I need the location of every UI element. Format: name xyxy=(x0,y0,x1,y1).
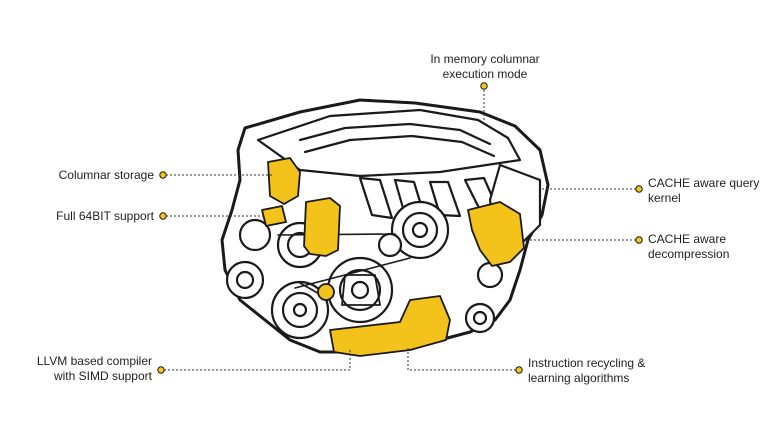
throttle-body-highlight xyxy=(267,157,301,205)
callout-columnar-storage: Columnar storage xyxy=(30,168,154,183)
oil-pan-highlight xyxy=(329,295,451,357)
dot-64bit xyxy=(159,212,167,220)
dot-cache-decomp xyxy=(635,236,643,244)
callout-dots xyxy=(157,82,643,374)
callout-instruction: Instruction recycling & learning algorit… xyxy=(528,356,688,386)
reservoir-highlight xyxy=(303,197,341,257)
dot-top xyxy=(480,82,488,90)
callout-cache-decomp-line2: decompression xyxy=(648,247,730,261)
leader-lines xyxy=(164,86,636,371)
callout-full-64bit: Full 64BIT support xyxy=(30,209,154,224)
callout-in-memory: In memory columnar execution mode xyxy=(410,52,560,82)
callout-top-line2: execution mode xyxy=(442,67,528,81)
highlighted-parts xyxy=(261,157,525,357)
callout-64bit-line1: Full 64BIT support xyxy=(56,209,154,223)
callout-cache-decomp-line1: CACHE aware xyxy=(648,232,727,246)
dot-cache-query xyxy=(635,185,643,193)
callout-cache-query: CACHE aware query kernel xyxy=(648,176,773,206)
callout-llvm-line2: with SIMD support xyxy=(53,369,152,383)
dot-columnar xyxy=(159,171,167,179)
fitting-highlight xyxy=(261,205,287,227)
callout-llvm: LLVM based compiler with SIMD support xyxy=(20,354,152,384)
callout-cache-query-line1: CACHE aware query xyxy=(648,176,760,190)
leader-llvm xyxy=(164,350,351,371)
callout-columnar-line1: Columnar storage xyxy=(58,168,154,182)
dot-instruction xyxy=(515,366,523,374)
cache-kernel-highlight xyxy=(467,201,525,267)
pulley-highlight xyxy=(317,283,335,301)
leader-instruction xyxy=(407,348,516,371)
dot-llvm xyxy=(157,366,165,374)
callout-cache-decomp: CACHE aware decompression xyxy=(648,232,773,262)
callout-instruction-line1: Instruction recycling & xyxy=(528,356,646,370)
callout-cache-query-line2: kernel xyxy=(648,191,681,205)
v8-engine-icon xyxy=(220,98,550,354)
callout-top-line1: In memory columnar xyxy=(430,52,540,66)
callout-llvm-line1: LLVM based compiler xyxy=(36,354,152,368)
callout-instruction-line2: learning algorithms xyxy=(528,371,630,385)
